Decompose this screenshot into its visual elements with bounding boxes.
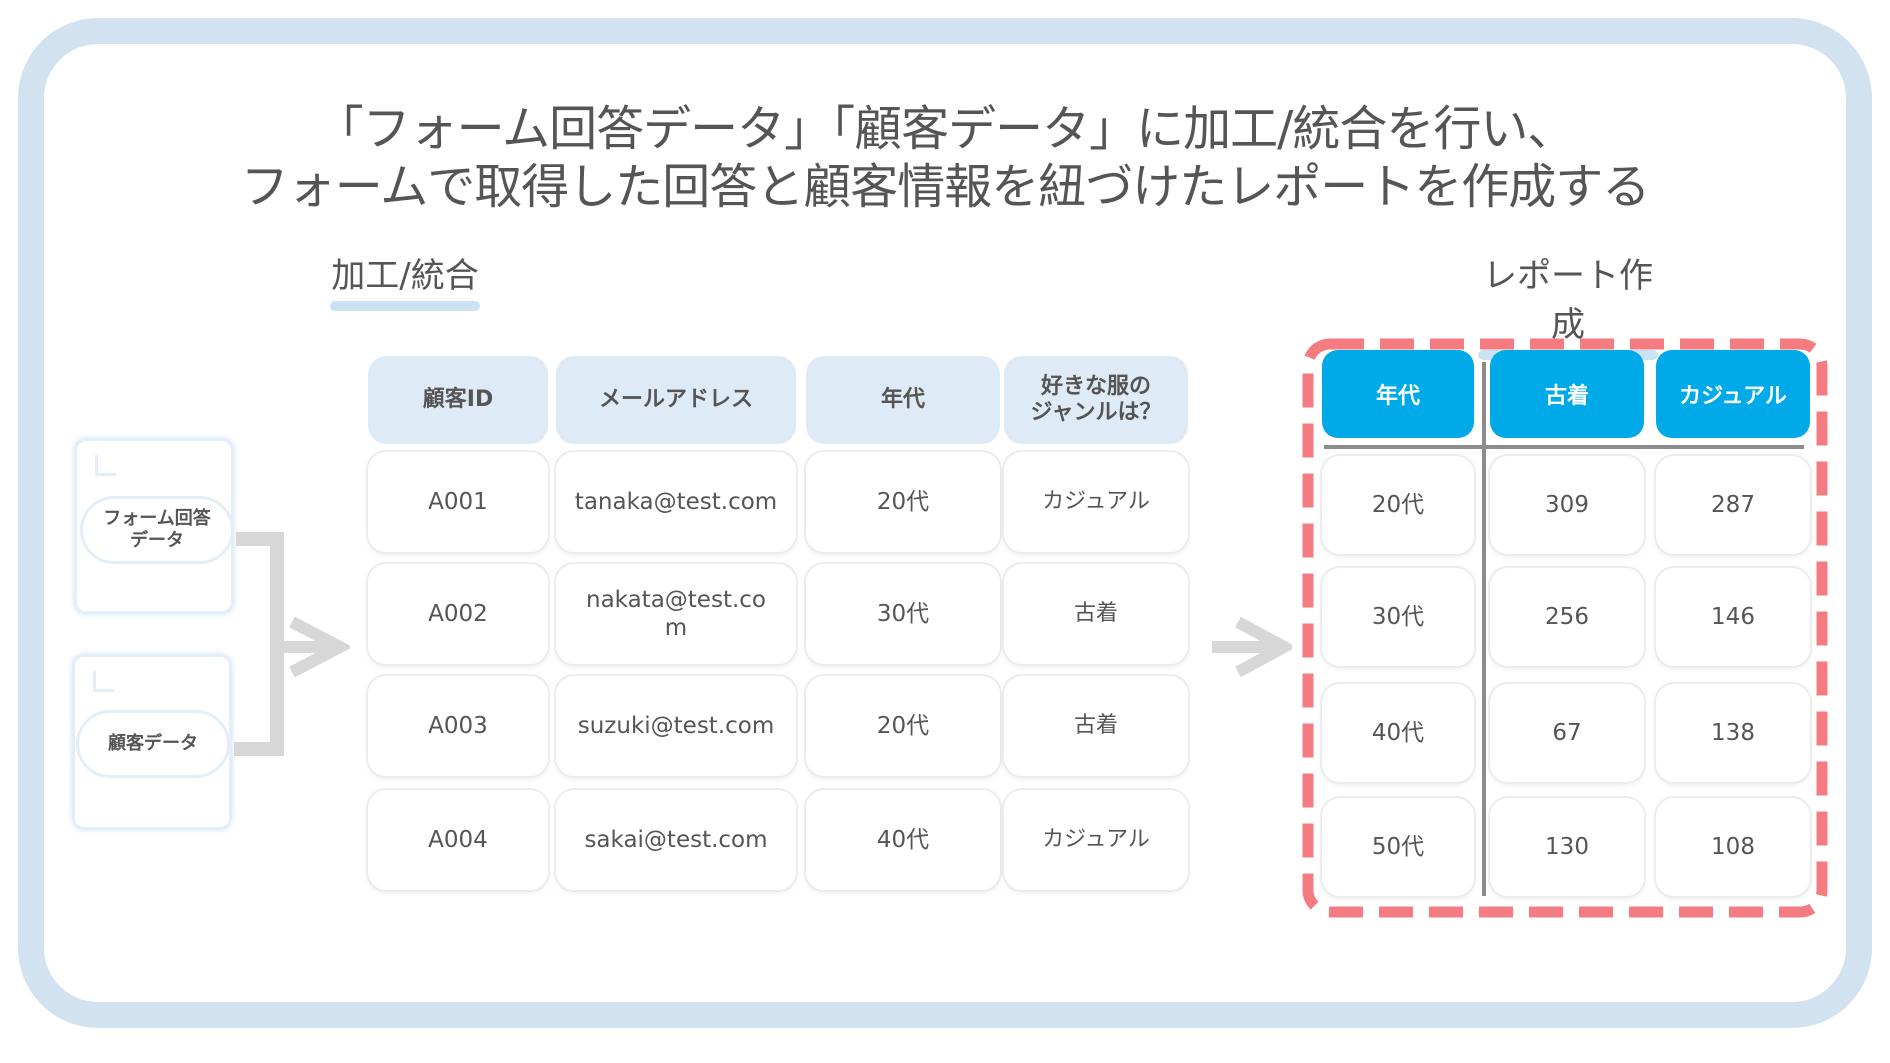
report-table-cell: 256 (1490, 568, 1644, 666)
report-table-cell: 67 (1490, 684, 1644, 782)
report-table-cell: 30代 (1322, 568, 1474, 666)
merged-header-cell: 好きな服の ジャンルは？ (1004, 356, 1188, 444)
report-column-divider (1482, 362, 1486, 896)
report-table-cell: 20代 (1322, 456, 1474, 554)
merged-table-cell: A003 (368, 676, 548, 776)
report-table-cell: 130 (1490, 798, 1644, 896)
report-table-cell: 40代 (1322, 684, 1474, 782)
page-fold-icon (95, 455, 116, 476)
title-line-1: 「フォーム回答データ」「顧客データ」に加工/統合を行い、 (315, 101, 1576, 157)
page-fold-icon (93, 671, 114, 692)
merged-table-cell: カジュアル (1004, 790, 1188, 890)
connector-vertical (270, 532, 284, 756)
report-table-cell: 309 (1490, 456, 1644, 554)
report-section-label: レポート作成 (1478, 248, 1658, 360)
merged-header-cell: 顧客ID (368, 356, 548, 444)
merged-table-cell: A004 (368, 790, 548, 890)
merged-table-cell: nakata@test.co m (556, 564, 796, 664)
report-header-cell: カジュアル (1656, 350, 1810, 438)
merge-section-label: 加工/統合 (330, 248, 480, 311)
report-table-cell: 108 (1656, 798, 1810, 896)
report-header-cell: 年代 (1322, 350, 1474, 438)
report-table-cell: 138 (1656, 684, 1810, 782)
merged-table-cell: suzuki@test.com (556, 676, 796, 776)
report-highlight-border (1302, 338, 1828, 918)
report-header-cell: 古着 (1490, 350, 1644, 438)
merged-table-cell: 古着 (1004, 676, 1188, 776)
title-line-2: フォームで取得した回答と顧客情報を紐づけたレポートを作成する (240, 159, 1651, 215)
merged-table-cell: 40代 (806, 790, 1000, 890)
arrow-right-icon (284, 616, 350, 678)
merged-table-cell: A001 (368, 452, 548, 552)
merge-label-underline (330, 301, 480, 311)
merge-label-text: 加工/統合 (331, 256, 479, 296)
customer-data-label: 顧客データ (76, 710, 230, 778)
merged-header-cell: メールアドレス (556, 356, 796, 444)
page-title: 「フォーム回答データ」「顧客データ」に加工/統合を行い、 フォームで取得した回答… (0, 100, 1890, 216)
report-table-cell: 50代 (1322, 798, 1474, 896)
merged-table-cell: 30代 (806, 564, 1000, 664)
merged-table-cell: A002 (368, 564, 548, 664)
report-table-cell: 287 (1656, 456, 1810, 554)
report-label-text: レポート作成 (1483, 256, 1653, 345)
merged-table-cell: tanaka@test.com (556, 452, 796, 552)
merged-table-cell: 20代 (806, 676, 1000, 776)
merged-table-cell: sakai@test.com (556, 790, 796, 890)
report-header-divider (1324, 445, 1804, 449)
merged-table-cell: 20代 (806, 452, 1000, 552)
merged-header-cell: 年代 (806, 356, 1000, 444)
form-data-label: フォーム回答 データ (80, 496, 234, 564)
arrow-right-icon (1212, 616, 1292, 678)
merged-table-cell: 古着 (1004, 564, 1188, 664)
merged-table-cell: カジュアル (1004, 452, 1188, 552)
report-table-cell: 146 (1656, 568, 1810, 666)
